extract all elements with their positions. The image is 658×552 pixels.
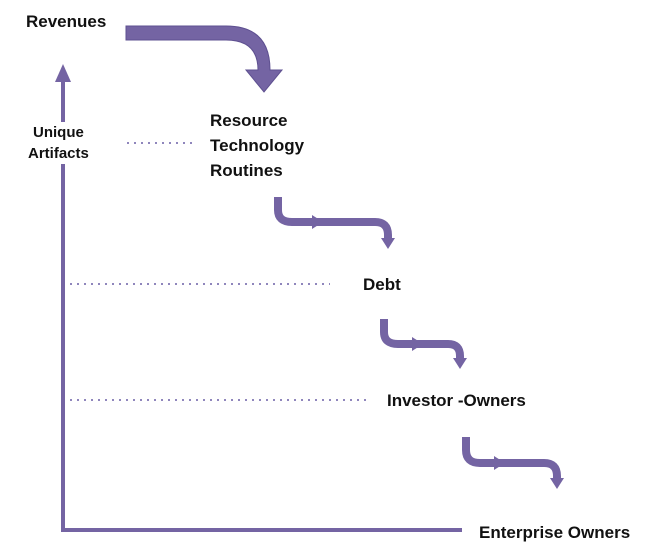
label-revenues: Revenues — [26, 12, 107, 31]
label-enterprise-owners: Enterprise Owners — [479, 523, 631, 542]
vertical-axis-arrowhead — [55, 64, 71, 82]
revenues-curved-arrow — [125, 25, 284, 93]
label-unique-artifacts: Unique Artifacts — [28, 122, 89, 164]
label-technology: Technology — [210, 136, 305, 155]
step-arrow-investor-to-enterprise — [462, 437, 564, 489]
label-investor-owners: Investor -Owners — [387, 391, 526, 410]
step-arrow-debt-to-investor — [380, 319, 467, 369]
label-resource-technology-routines: Resource Technology Routines — [210, 108, 304, 183]
label-unique-artifacts-line-1: Unique — [33, 124, 84, 141]
step-arrow-resource-to-debt — [274, 197, 395, 249]
label-routines: Routines — [210, 161, 283, 180]
label-resource: Resource — [210, 111, 288, 130]
label-unique-artifacts-line-2: Artifacts — [28, 145, 89, 162]
label-debt: Debt — [363, 275, 401, 294]
